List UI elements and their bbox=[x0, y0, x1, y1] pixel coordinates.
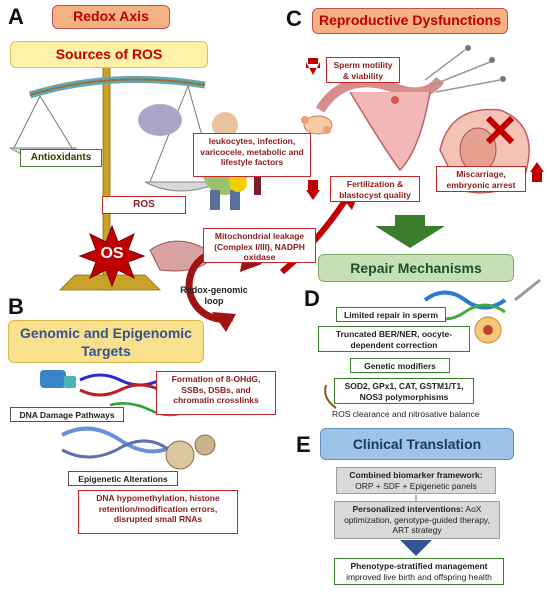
lifestyle-factors-box: leukocytes, infection, varicocele, metab… bbox=[193, 133, 311, 177]
limited-repair-box: Limited repair in sperm bbox=[336, 307, 446, 322]
ros-clearance-text: ROS clearance and nitrosative balance bbox=[332, 409, 480, 419]
personalized-interventions-body: AoX optimization, genotype-guided therap… bbox=[344, 504, 490, 535]
increase-arrow-icon bbox=[530, 162, 544, 172]
ros-label: ROS bbox=[102, 196, 186, 214]
clearance-curve-icon bbox=[324, 384, 337, 409]
os-star-icon bbox=[78, 224, 146, 288]
blue-down-arrow-icon bbox=[400, 540, 432, 556]
epigenetic-alterations-label: Epigenetic Alterations bbox=[68, 471, 178, 486]
balance-scale-icon bbox=[8, 59, 221, 291]
panel-d-letter: D bbox=[304, 286, 320, 311]
redox-genomic-loop-label: Redox-genomic loop bbox=[180, 285, 248, 306]
repair-mechanisms-title: Repair Mechanisms bbox=[318, 254, 514, 282]
mitochondrial-leakage-box: Mitochondrial leakage (Complex I/III), N… bbox=[203, 228, 316, 263]
fertilization-box: Fertilization & blastocyst quality bbox=[330, 176, 420, 202]
damage-formation-box: Formation of 8-OHdG, SSBs, DSBs, and chr… bbox=[156, 371, 276, 415]
panel-c-letter: C bbox=[286, 6, 302, 31]
panel-a-letter: A bbox=[8, 4, 24, 29]
phenotype-management-title: Phenotype-stratified management bbox=[350, 561, 488, 571]
sperm-motility-box: Sperm motility & viability bbox=[326, 57, 400, 83]
genetic-modifiers-box: Genetic modifiers bbox=[350, 358, 450, 373]
panel-b-letter: B bbox=[8, 294, 24, 319]
miscarriage-box: Miscarriage, embryonic arrest bbox=[436, 166, 526, 192]
panel-e-letter: E bbox=[296, 432, 311, 457]
os-star: OS bbox=[78, 224, 146, 288]
antioxidants-label: Antioxidants bbox=[20, 149, 102, 167]
personalized-interventions-box: Personalized interventions: AoX optimiza… bbox=[334, 501, 500, 539]
biomarker-framework-title: Combined biomarker framework: bbox=[349, 470, 483, 480]
hypomethylation-box: DNA hypomethylation, histone retention/m… bbox=[78, 490, 238, 534]
reproductive-dysfunctions-title: Reproductive Dysfunctions bbox=[312, 8, 508, 34]
sources-of-ros-title: Sources of ROS bbox=[10, 41, 208, 68]
clinical-translation-title: Clinical Translation bbox=[320, 428, 514, 460]
genomic-targets-title: Genomic and Epigenomic Targets bbox=[8, 320, 204, 363]
dna-damage-label: DNA Damage Pathways bbox=[10, 407, 124, 422]
redox-axis-title: Redox Axis bbox=[52, 5, 170, 29]
personalized-interventions-title: Personalized interventions: bbox=[352, 504, 464, 514]
failure-x-icon bbox=[485, 115, 515, 145]
phenotype-management-box: Phenotype-stratified management improved… bbox=[334, 558, 504, 585]
decrease-arrow-icon bbox=[306, 62, 320, 75]
sod-polymorphisms-box: SOD2, GPx1, CAT, GSTM1/T1, NOS3 polymorp… bbox=[334, 378, 474, 404]
biomarker-framework-body: ORP + SDF + Epigenetic panels bbox=[355, 480, 477, 491]
truncated-ber-box: Truncated BER/NER, oocyte-dependent corr… bbox=[318, 326, 470, 352]
dna-sperm-icon bbox=[423, 278, 541, 344]
os-label: OS bbox=[100, 245, 124, 262]
phenotype-management-body: improved live birth and offspring health bbox=[346, 571, 492, 582]
decrease-arrow-icon-2 bbox=[306, 190, 320, 200]
biomarker-framework-box: Combined biomarker framework: ORP + SDF … bbox=[336, 467, 496, 494]
chromatin-icon bbox=[61, 426, 216, 470]
green-down-arrow-icon bbox=[375, 215, 445, 248]
